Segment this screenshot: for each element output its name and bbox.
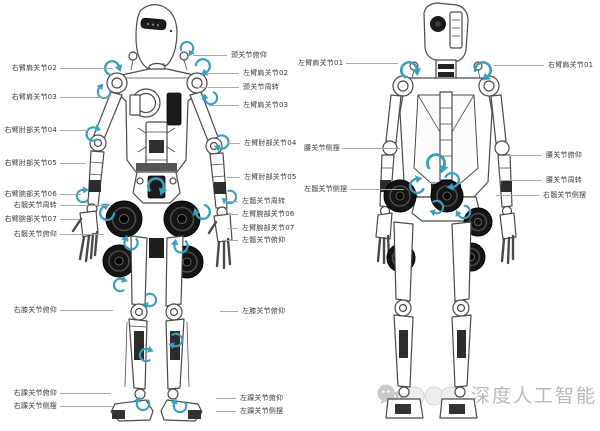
robot-front-torso xyxy=(116,68,198,173)
robot-front-right-arm xyxy=(71,91,123,263)
robot-back-right-arm xyxy=(490,94,517,265)
robot-front-left-leg xyxy=(160,235,203,422)
robot-back-view xyxy=(375,2,517,419)
robot-back-right-leg xyxy=(439,221,478,419)
robot-front-left-arm xyxy=(189,91,233,270)
watermark-text: 深度人工智能 xyxy=(471,385,598,407)
robot-back-head xyxy=(423,2,469,63)
robot-front-head xyxy=(135,4,178,71)
robot-front-pelvis xyxy=(132,171,181,204)
robot-front-right-leg xyxy=(110,235,154,422)
robot-back-left-leg xyxy=(385,221,424,419)
robot-front-view xyxy=(71,4,239,422)
rotation-arrow-icon xyxy=(112,274,129,293)
